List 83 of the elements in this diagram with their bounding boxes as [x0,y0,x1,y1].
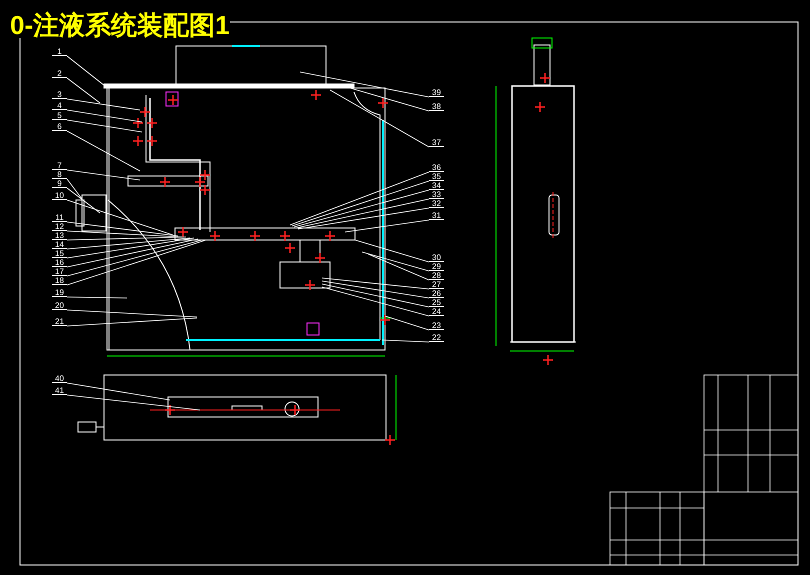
leader-line [300,72,430,98]
callout-number: 5 [52,112,67,120]
callout-number: 4 [52,102,67,110]
leader-line [322,278,430,290]
leader-line [344,220,430,232]
callout-number: 40 [52,375,67,383]
callout-number: 36 [429,164,444,172]
callout-number: 37 [429,139,444,147]
callout-number: 16 [52,259,67,267]
callout-number: 21 [52,318,67,326]
leader-line [384,316,430,330]
leader-line [362,252,430,272]
callout-number: 31 [429,212,444,220]
leader-line [66,296,128,298]
leader-line [66,130,140,172]
leader-line [66,238,198,268]
callout-number: 27 [429,281,444,289]
leader-line [294,190,430,228]
leader-line [66,170,140,180]
leader-line [368,254,430,280]
leader-line [66,110,142,122]
callout-number: 35 [429,173,444,181]
callout-number: 34 [429,182,444,190]
leader-line [382,340,430,342]
leader-line [66,310,198,318]
callout-number: 19 [52,289,67,297]
leader-line [66,236,186,240]
callout-number: 26 [429,290,444,298]
callout-number: 28 [429,272,444,280]
leader-line [66,222,178,236]
callout-number: 18 [52,277,67,285]
callout-number: 13 [52,232,67,240]
callout-number: 39 [429,89,444,97]
leader-line [298,208,430,230]
callout-number: 29 [429,263,444,271]
callout-number: 23 [429,322,444,330]
callout-number: 3 [52,91,67,99]
leader-line [296,198,430,228]
leader-line [66,394,200,410]
callout-number: 33 [429,191,444,199]
leader-line [322,284,430,308]
callout-number: 41 [52,387,67,395]
leader-line [66,238,190,250]
leader-line [292,180,430,226]
callout-number: 12 [52,223,67,231]
callout-number: 10 [52,192,67,200]
leader-line [322,280,430,298]
leader-line [66,238,194,258]
callout-number: 9 [52,180,67,188]
leader-line [66,188,100,214]
callout-number: 2 [52,70,67,78]
leader-line [66,240,206,286]
callout-number: 24 [429,308,444,316]
callout-number: 7 [52,162,67,170]
callout-number: 14 [52,241,67,249]
leader-line [66,98,140,110]
leader-line [66,200,174,236]
callout-number: 17 [52,268,67,276]
leader-line [290,172,430,226]
leader-line [66,120,142,132]
leader-line [66,56,106,86]
leader-line [66,78,100,104]
leader-line [66,382,170,400]
leader-line [354,240,430,262]
callout-number: 32 [429,200,444,208]
callout-number: 15 [52,250,67,258]
callout-number: 25 [429,299,444,307]
leader-line [66,240,202,276]
callout-number: 6 [52,123,67,131]
callout-number: 1 [52,48,67,56]
leader-line [66,230,182,238]
callout-number: 11 [52,214,67,222]
callout-number: 20 [52,302,67,310]
leader-line [330,90,430,148]
callout-number: 8 [52,171,67,179]
leader-line [66,178,82,200]
callout-number: 30 [429,254,444,262]
callout-number: 22 [429,334,444,342]
drawing-title: 0-注液系统装配图1 [10,12,230,38]
leader-line [322,286,430,316]
callout-number: 38 [429,103,444,111]
leader-line [66,318,198,326]
leader-line [350,88,430,112]
